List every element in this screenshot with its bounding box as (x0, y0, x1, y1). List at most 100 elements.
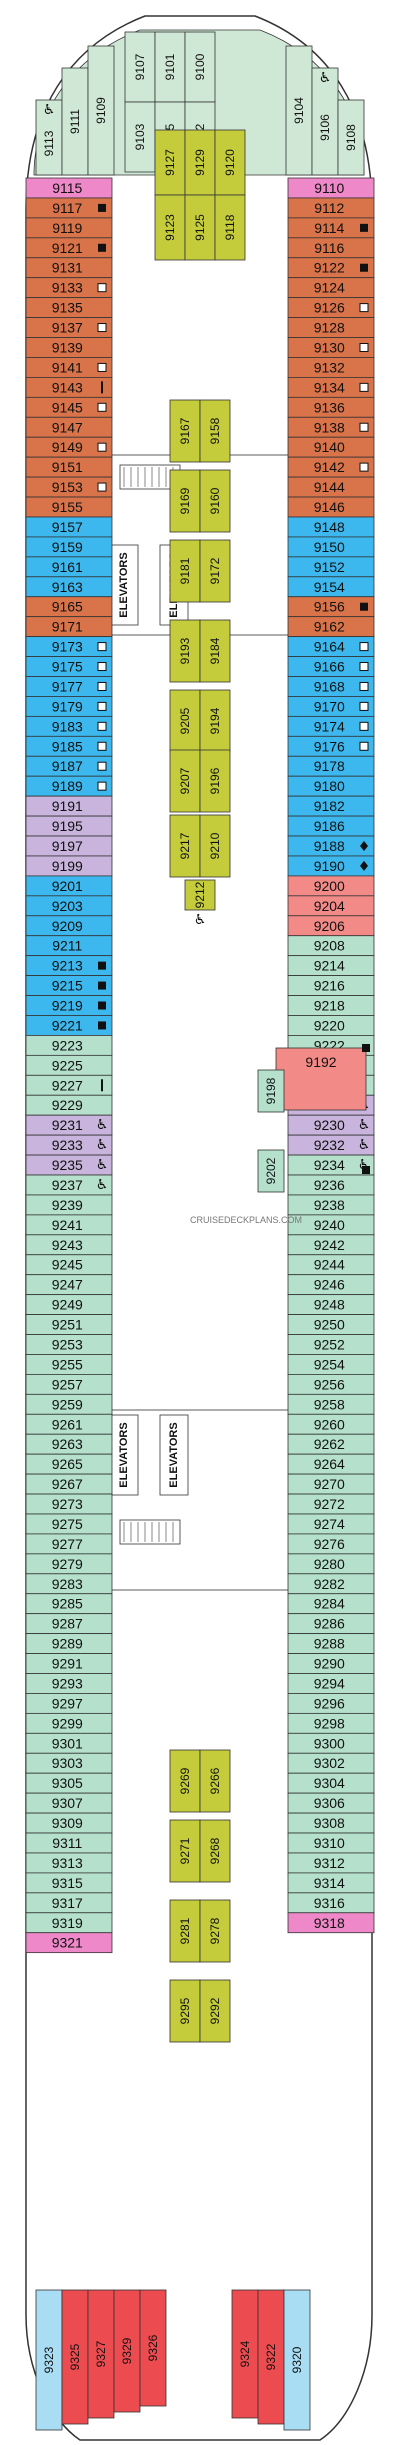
cabin-row[interactable]: 9179 (25, 696, 113, 717)
cabin-row[interactable]: 9235♿ (25, 1154, 113, 1176)
cabin-row[interactable]: 9132 (287, 357, 375, 378)
cabin-row[interactable]: 9130 (287, 337, 375, 358)
cabin[interactable]: 9193 (169, 619, 201, 683)
cabin[interactable]: 9192 (275, 1047, 367, 1111)
cabin-row[interactable]: 9312 (287, 1852, 375, 1874)
cabin-row[interactable]: 9121 (25, 237, 113, 259)
cabin-row[interactable]: 9152 (287, 556, 375, 578)
cabin-row[interactable]: 9110 (287, 177, 375, 199)
cabin-row[interactable]: 9239 (25, 1194, 113, 1216)
cabin-row[interactable]: 9124 (287, 277, 375, 299)
cabin-row[interactable]: 9164 (287, 636, 375, 657)
cabin[interactable]: 9202 (257, 1149, 285, 1193)
cabin-row[interactable]: 9151 (25, 456, 113, 478)
cabin[interactable]: 9329 (113, 2289, 141, 2413)
cabin-row[interactable]: 9253 (25, 1334, 113, 1355)
cabin[interactable]: 9129 (184, 129, 216, 196)
cabin-row[interactable]: 9223 (25, 1035, 113, 1056)
cabin-row[interactable]: 9209 (25, 915, 113, 937)
cabin-row[interactable]: 9146 (287, 496, 375, 518)
cabin-row[interactable]: 9203 (25, 895, 113, 917)
cabin-row[interactable]: 9155 (25, 496, 113, 518)
cabin-row[interactable]: 9187 (25, 755, 113, 777)
cabin-row[interactable]: 9144 (287, 476, 375, 498)
cabin-row[interactable]: 9232♿ (287, 1134, 375, 1156)
cabin-row[interactable]: 9279 (25, 1553, 113, 1575)
cabin-row[interactable]: 9249 (25, 1294, 113, 1315)
cabin-row[interactable]: 9230♿ (287, 1114, 375, 1136)
cabin-row[interactable]: 9186 (287, 815, 375, 837)
cabin-row[interactable]: 9143 (25, 376, 113, 398)
cabin-row[interactable]: 9285 (25, 1593, 113, 1615)
cabin-row[interactable]: 9241 (25, 1214, 113, 1236)
cabin-row[interactable]: 9307 (25, 1792, 113, 1814)
cabin-row[interactable]: 9150 (287, 536, 375, 558)
cabin-row[interactable]: 9220 (287, 1015, 375, 1036)
cabin[interactable]: 9205 (169, 689, 201, 753)
cabin-row[interactable]: 9319 (25, 1912, 113, 1934)
cabin-row[interactable]: 9147 (25, 416, 113, 438)
cabin-row[interactable]: 9208 (287, 935, 375, 957)
cabin-row[interactable]: 9277 (25, 1533, 113, 1555)
cabin-row[interactable]: 9178 (287, 755, 375, 777)
cabin-row[interactable]: 9265 (25, 1453, 113, 1475)
cabin-row[interactable]: 9317 (25, 1892, 113, 1914)
cabin[interactable]: 9269 (169, 1749, 201, 1813)
cabin-row[interactable]: 9213 (25, 955, 113, 976)
cabin-row[interactable]: 9122 (287, 257, 375, 279)
cabin-row[interactable]: 9206 (287, 915, 375, 937)
cabin-row[interactable]: 9166 (287, 656, 375, 677)
cabin-row[interactable]: 9247 (25, 1274, 113, 1296)
cabin-row[interactable]: 9254 (287, 1354, 375, 1375)
cabin[interactable]: 9210 (199, 814, 231, 878)
cabin-row[interactable]: 9154 (287, 576, 375, 598)
cabin[interactable]: 9100 (184, 31, 216, 103)
cabin-row[interactable]: 9148 (287, 516, 375, 538)
cabin-row[interactable]: 9290 (287, 1653, 375, 1674)
cabin[interactable]: 9266 (199, 1749, 231, 1813)
cabin-row[interactable]: 9288 (287, 1633, 375, 1654)
cabin-row[interactable]: 9302 (287, 1752, 375, 1774)
cabin-row[interactable]: 9188 (287, 835, 375, 857)
cabin-row[interactable]: 9263 (25, 1433, 113, 1455)
cabin-row[interactable]: 9315 (25, 1872, 113, 1894)
cabin-row[interactable]: 9274 (287, 1513, 375, 1535)
cabin-row[interactable]: 9225 (25, 1054, 113, 1076)
cabin-row[interactable]: 9195 (25, 815, 113, 837)
cabin-row[interactable]: 9185 (25, 735, 113, 757)
cabin-row[interactable]: 9298 (287, 1712, 375, 1734)
cabin[interactable]: 9118 (214, 194, 246, 261)
cabin[interactable]: 9107 (124, 31, 156, 103)
cabin-row[interactable]: 9227 (25, 1074, 113, 1096)
cabin-row[interactable]: 9310 (287, 1832, 375, 1854)
cabin-row[interactable]: 9286 (287, 1613, 375, 1635)
cabin[interactable]: 9103 (124, 101, 156, 173)
cabin[interactable]: 9292 (199, 1979, 231, 2043)
cabin-row[interactable]: 9189 (25, 775, 113, 797)
cabin-row[interactable]: 9234♿ (287, 1154, 375, 1176)
cabin-row[interactable]: 9137 (25, 317, 113, 338)
cabin[interactable]: 9160 (199, 469, 231, 533)
cabin-row[interactable]: 9304 (287, 1772, 375, 1794)
cabin-row[interactable]: 9282 (287, 1573, 375, 1595)
cabin-row[interactable]: 9157 (25, 516, 113, 538)
cabin[interactable]: 9325 (61, 2289, 89, 2425)
cabin-row[interactable]: 9261 (25, 1413, 113, 1435)
cabin-row[interactable]: 9200 (287, 875, 375, 897)
cabin[interactable]: 9271 (169, 1819, 201, 1883)
cabin-row[interactable]: 9258 (287, 1393, 375, 1415)
cabin-row[interactable]: 9177 (25, 676, 113, 697)
cabin[interactable]: 9172 (199, 539, 231, 603)
cabin-row[interactable]: 9153 (25, 476, 113, 498)
cabin-row[interactable]: 9256 (287, 1374, 375, 1395)
cabin-row[interactable]: 9134 (287, 376, 375, 398)
cabin[interactable]: 9212♿ (184, 879, 216, 928)
cabin-row[interactable]: 9300 (287, 1732, 375, 1754)
cabin-row[interactable]: 9214 (287, 955, 375, 976)
cabin-row[interactable]: 9161 (25, 556, 113, 578)
cabin[interactable]: 9101 (154, 31, 186, 103)
cabin-row[interactable]: 9316 (287, 1892, 375, 1914)
cabin-row[interactable]: 9287 (25, 1613, 113, 1635)
cabin-row[interactable]: 9182 (287, 795, 375, 817)
cabin-row[interactable]: 9291 (25, 1653, 113, 1674)
